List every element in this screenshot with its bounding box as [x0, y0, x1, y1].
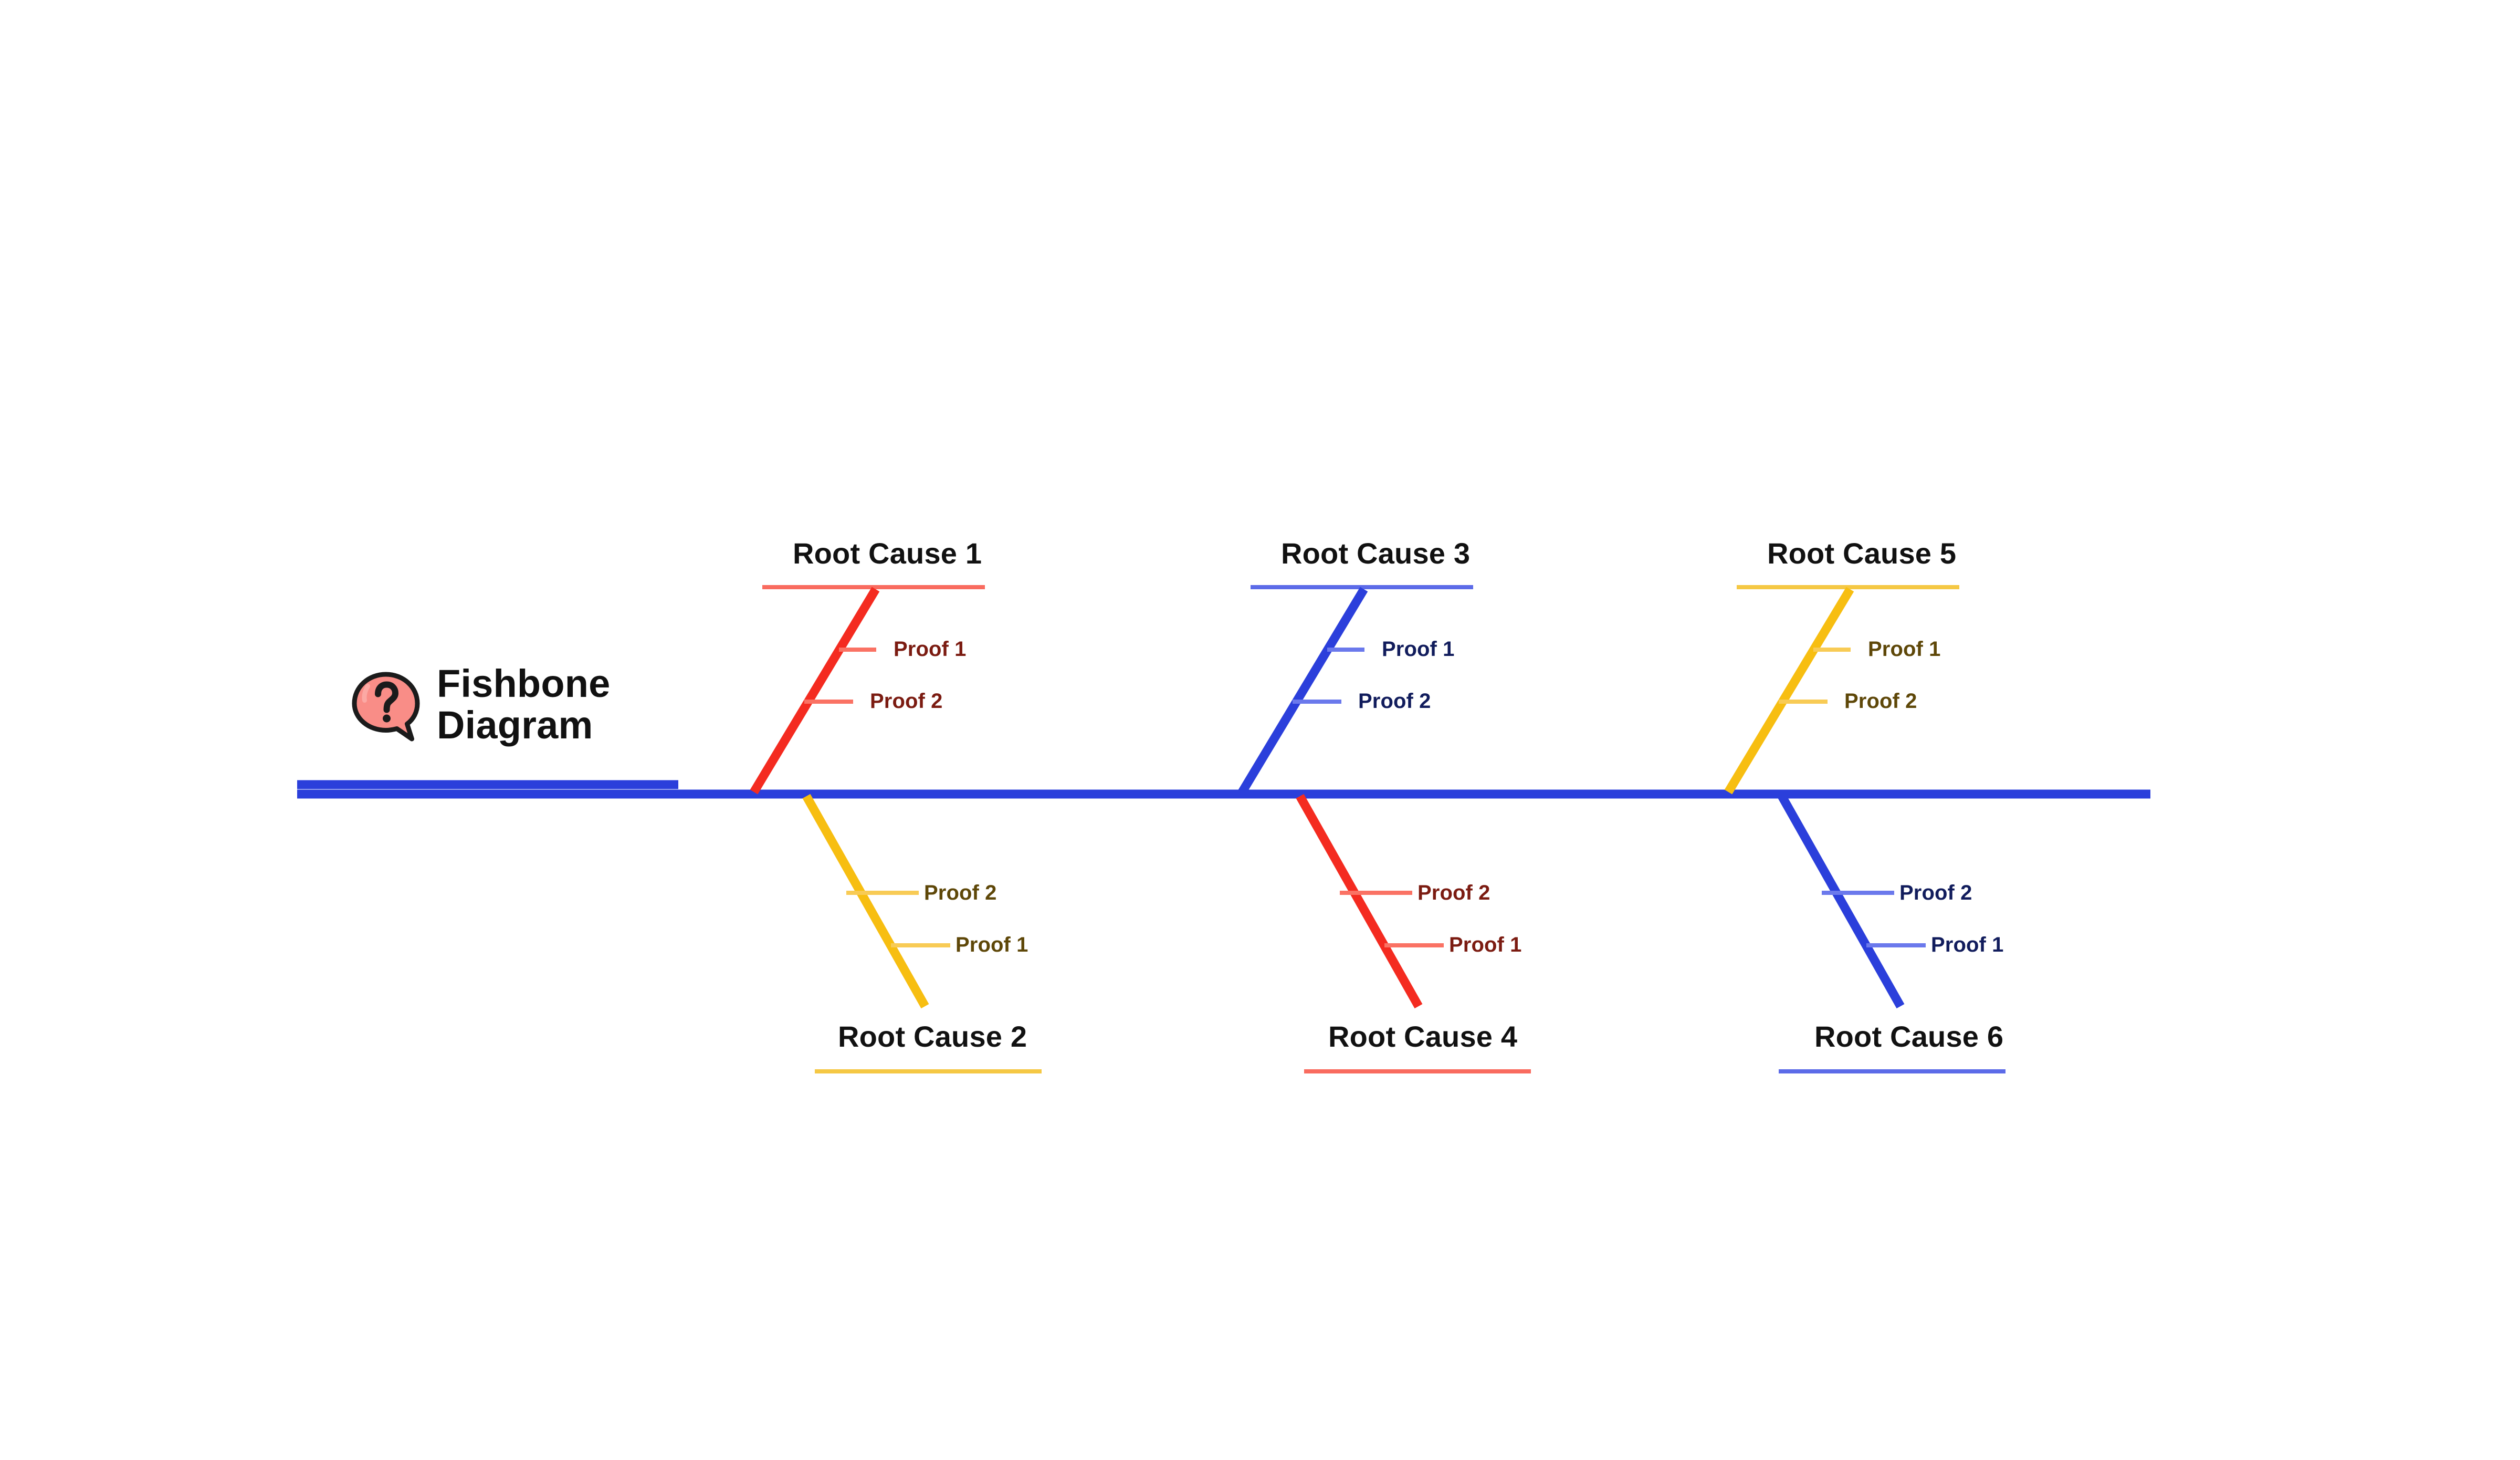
root-cause-3-proof-2-label[interactable]: Proof 2	[1358, 690, 1431, 713]
root-cause-1-label[interactable]: Root Cause 1	[793, 537, 982, 570]
root-cause-1-proof-1-label[interactable]: Proof 1	[894, 638, 967, 661]
branch-root-cause-6[interactable]	[1778, 794, 2006, 1073]
branch-root-cause-2[interactable]	[802, 794, 1042, 1073]
spine-group	[297, 780, 2150, 799]
root-cause-4-proof-1-label[interactable]: Proof 1	[1449, 933, 1522, 956]
root-cause-6-bone[interactable]	[1778, 794, 1905, 1009]
root-cause-2-bone[interactable]	[802, 794, 929, 1009]
root-cause-3-proof-1-label[interactable]: Proof 1	[1382, 638, 1455, 661]
diagram-title-block: Fishbone Diagram	[346, 663, 610, 746]
root-cause-4-proof-2-label[interactable]: Proof 2	[1418, 881, 1490, 904]
branch-root-cause-1[interactable]	[750, 585, 985, 795]
root-cause-4-bone[interactable]	[1296, 794, 1423, 1009]
branch-root-cause-3[interactable]	[1238, 585, 1473, 795]
diagram-title-line-2: Diagram	[437, 703, 593, 747]
root-cause-3-label[interactable]: Root Cause 3	[1281, 537, 1471, 570]
root-cause-5-proof-2-label[interactable]: Proof 2	[1844, 690, 1917, 713]
diagram-title-line-1: Fishbone	[437, 662, 611, 705]
root-cause-6-proof-1-label[interactable]: Proof 1	[1931, 933, 2004, 956]
root-cause-5-label[interactable]: Root Cause 5	[1767, 537, 1957, 570]
root-cause-2-proof-2-label[interactable]: Proof 2	[924, 881, 997, 904]
root-cause-6-proof-2-label[interactable]: Proof 2	[1899, 881, 1972, 904]
root-cause-6-label[interactable]: Root Cause 6	[1814, 1020, 2004, 1053]
question-speech-bubble-icon	[352, 672, 420, 742]
branch-root-cause-4[interactable]	[1296, 794, 1531, 1073]
root-cause-5-bone[interactable]	[1724, 587, 1854, 795]
root-cause-1-proof-2-label[interactable]: Proof 2	[870, 690, 943, 713]
diagram-title: Fishbone Diagram	[437, 663, 610, 746]
root-cause-2-label[interactable]: Root Cause 2	[838, 1020, 1027, 1053]
root-cause-1-bone[interactable]	[750, 587, 880, 795]
root-cause-4-label[interactable]: Root Cause 4	[1328, 1020, 1518, 1053]
root-cause-2-proof-1-label[interactable]: Proof 1	[956, 933, 1028, 956]
root-cause-5-proof-1-label[interactable]: Proof 1	[1868, 638, 1941, 661]
branch-root-cause-5[interactable]	[1724, 585, 1959, 795]
root-cause-3-bone[interactable]	[1238, 587, 1368, 795]
